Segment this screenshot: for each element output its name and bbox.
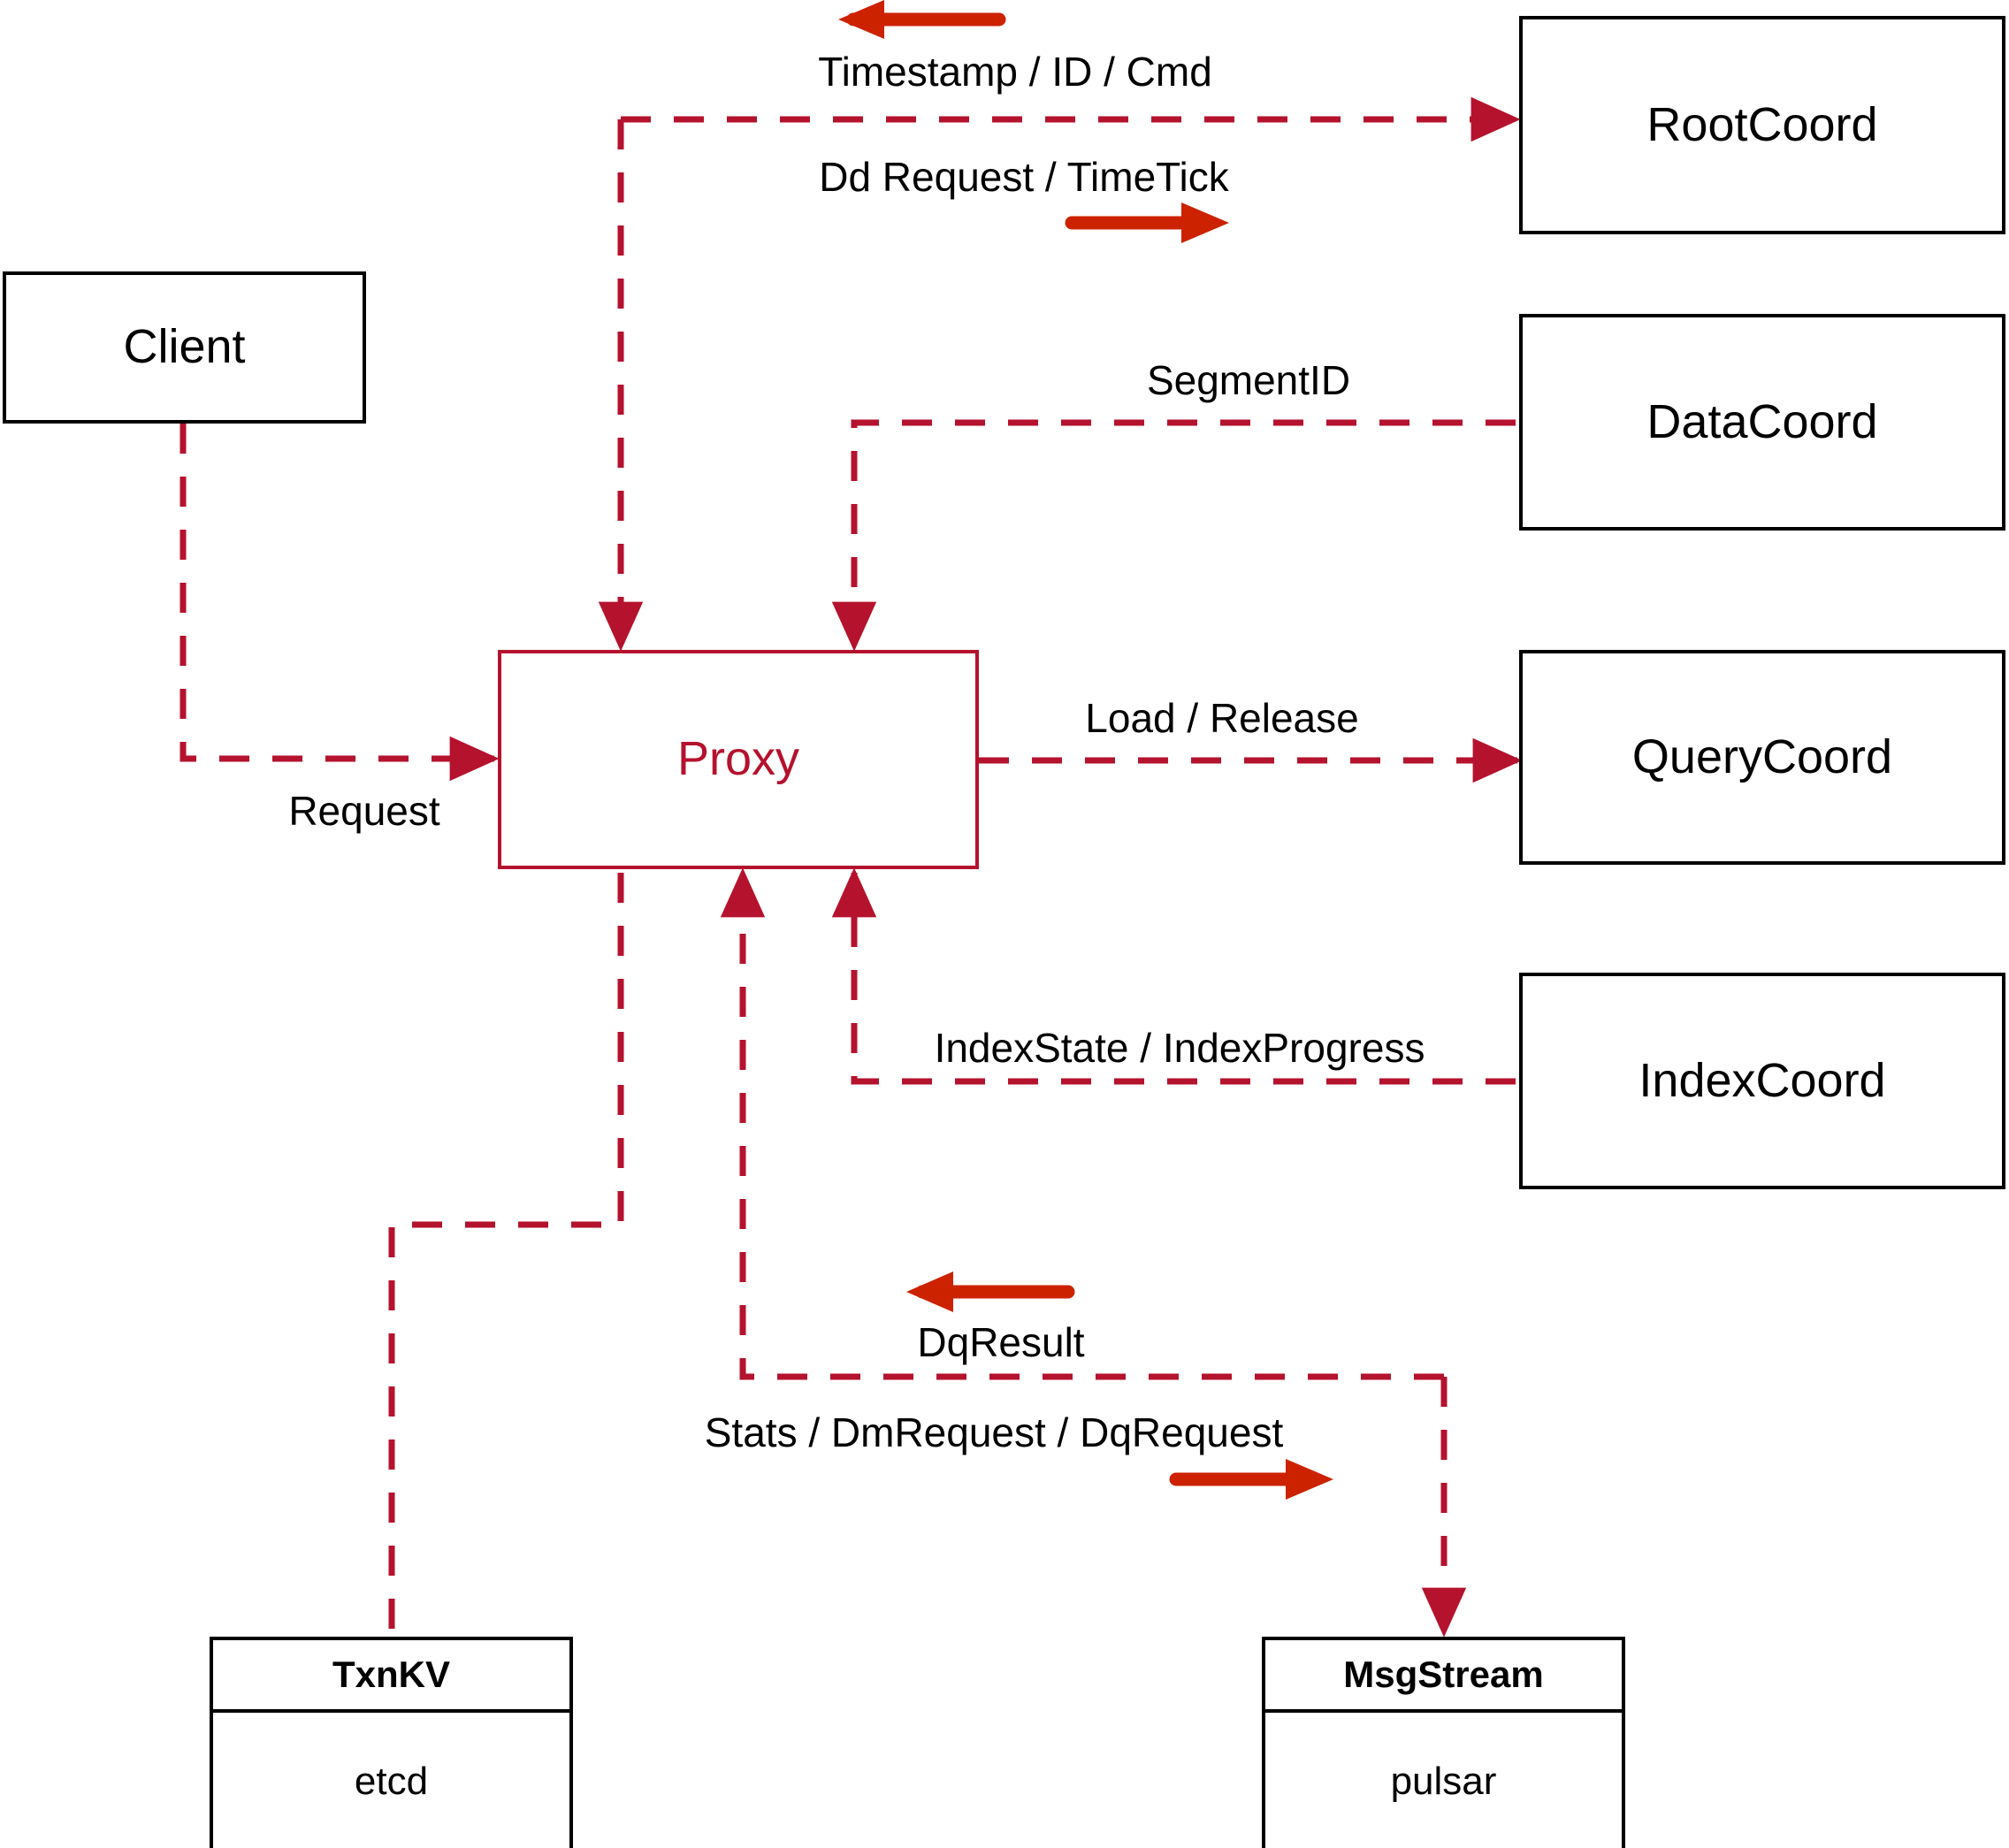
store-msgstream-title: MsgStream [1265, 1640, 1622, 1713]
legend-arrow-dq-result [906, 1271, 1075, 1312]
edge-data-coord-to-proxy [831, 419, 1516, 652]
node-client[interactable]: Client [3, 271, 366, 424]
node-query-coord-label: QueryCoord [1631, 729, 1893, 783]
edge-label-segment-id: SegmentID [1146, 357, 1351, 403]
node-query-coord[interactable]: QueryCoord [1519, 650, 2005, 865]
edge-label-timestamp-id-cmd: Timestamp / ID / Cmd [818, 49, 1212, 95]
store-txnkv-impl: etcd [354, 1759, 429, 1803]
node-data-coord-label: DataCoord [1646, 394, 1878, 448]
node-proxy[interactable]: Proxy [498, 650, 979, 869]
store-msgstream[interactable]: MsgStream pulsar [1262, 1637, 1625, 1848]
edge-label-dq-result: DqResult [917, 1319, 1085, 1365]
node-root-coord-label: RootCoord [1646, 97, 1878, 151]
edge-client-to-proxy [180, 424, 500, 782]
node-root-coord[interactable]: RootCoord [1519, 16, 2005, 234]
node-proxy-label: Proxy [676, 732, 800, 786]
legend-arrow-dd-request-timetick [1065, 202, 1229, 243]
node-index-coord[interactable]: IndexCoord [1519, 973, 2005, 1189]
store-txnkv[interactable]: TxnKV etcd [210, 1637, 573, 1848]
edge-label-request: Request [288, 788, 440, 834]
edge-label-load-release: Load / Release [1085, 695, 1359, 741]
legend-arrow-timestamp-id-cmd [838, 0, 1006, 39]
node-data-coord[interactable]: DataCoord [1519, 314, 2005, 531]
node-client-label: Client [123, 320, 246, 374]
edge-label-stats-dm-dq-request: Stats / DmRequest / DqRequest [704, 1409, 1284, 1455]
store-msgstream-impl: pulsar [1390, 1759, 1497, 1803]
edge-label-dd-request-timetick: Dd Request / TimeTick [819, 154, 1229, 200]
node-index-coord-label: IndexCoord [1639, 1053, 1886, 1107]
store-txnkv-title: TxnKV [213, 1640, 569, 1713]
edge-proxy-to-txnkv [388, 873, 624, 1637]
edge-label-index-state-progress: IndexState / IndexProgress [934, 1025, 1425, 1071]
edge-msgstream-to-proxy [720, 867, 1444, 1380]
legend-arrow-stats-dm-dq-request [1169, 1459, 1333, 1500]
